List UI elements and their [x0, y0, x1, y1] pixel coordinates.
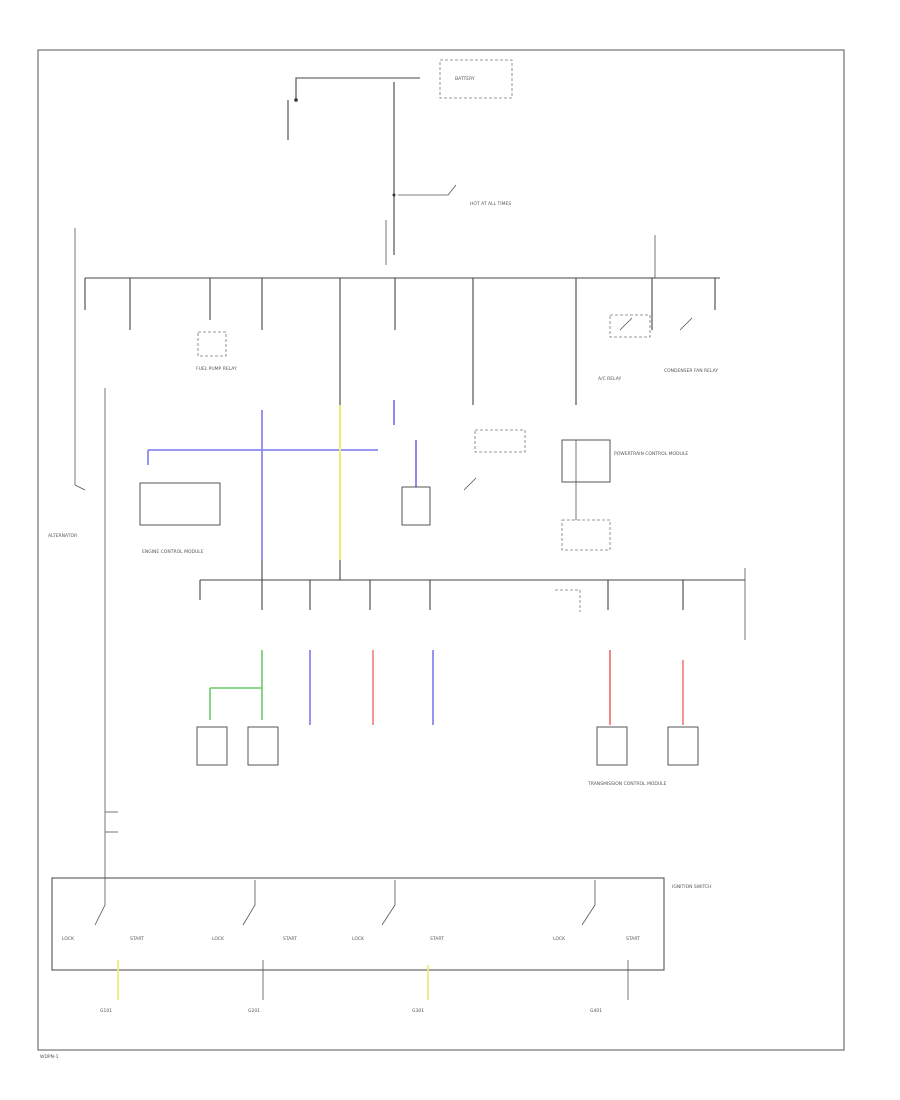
ign-pos-start-2: START: [283, 936, 297, 942]
relay-c-label: CONDENSER FAN RELAY: [664, 368, 718, 374]
ign-pos-lock-1: LOCK: [62, 936, 75, 942]
ignition-contacts: LOCK LOCK LOCK LOCK START START START ST…: [62, 880, 640, 942]
ground-2: G201: [248, 1008, 260, 1014]
alternator-label: ALTERNATOR: [48, 533, 77, 539]
middle-section: ENGINE CONTROL MODULE POWERTRAIN CONTROL…: [48, 400, 688, 560]
ign-pos-start-3: START: [430, 936, 444, 942]
tcm-label: TRANSMISSION CONTROL MODULE: [587, 781, 667, 787]
ground-4: G401: [590, 1008, 602, 1014]
module-b: [474, 429, 526, 453]
ign-pos-lock-3: LOCK: [352, 936, 365, 942]
ign-pos-start-4: START: [626, 936, 640, 942]
pcm-label: POWERTRAIN CONTROL MODULE: [614, 451, 688, 457]
battery-box: [439, 59, 513, 99]
fuse-drops-upper: [84, 278, 716, 405]
hot-all-label: HOT AT ALL TIMES: [470, 201, 511, 207]
ecm-small-box: [139, 482, 221, 526]
ignition-switch-box: [51, 877, 665, 971]
ign-pos-start-1: START: [130, 936, 144, 942]
ignition-outputs: G101 G201 G301 G401: [100, 960, 629, 1014]
lower-drops: [199, 580, 684, 612]
module-c: [561, 439, 611, 483]
ign-pos-lock-4: LOCK: [553, 936, 566, 942]
module-d: [561, 519, 611, 551]
lower-modules: TRANSMISSION CONTROL MODULE: [196, 726, 699, 787]
ign-pos-lock-2: LOCK: [212, 936, 225, 942]
figure-id: WDPN-1: [40, 1054, 59, 1060]
relay-b-label: A/C RELAY: [598, 376, 621, 382]
ground-1: G101: [100, 1008, 112, 1014]
relay-a-label: FUEL PUMP RELAY: [196, 366, 237, 372]
upper-relays: FUEL PUMP RELAY A/C RELAY CONDENSER FAN …: [196, 314, 718, 382]
battery-section: BATTERY HOT AT ALL TIMES: [287, 59, 513, 265]
ign-switch-label: IGNITION SWITCH: [672, 884, 712, 890]
ecm-label: ENGINE CONTROL MODULE: [142, 549, 204, 555]
battery-label: BATTERY: [455, 76, 475, 82]
lower-colored-wires: [209, 650, 684, 725]
ground-3: G301: [412, 1008, 424, 1014]
module-a: [401, 486, 431, 526]
diagram-border: [37, 49, 845, 1051]
